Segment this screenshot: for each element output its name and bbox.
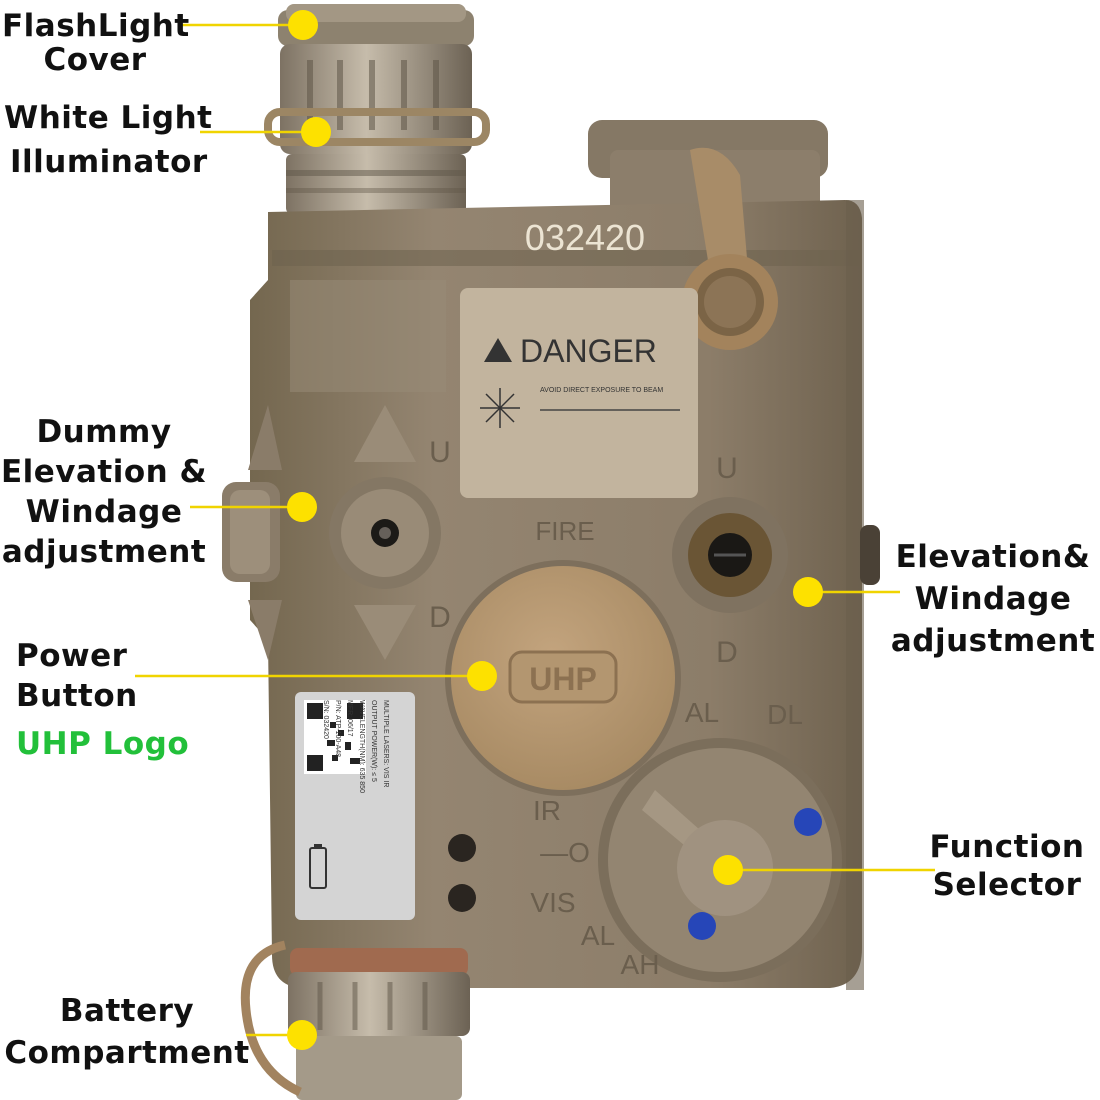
label-white-light-line2: Illuminator — [10, 144, 208, 180]
label-power-line2: Button — [16, 678, 138, 714]
dummy-adjust-dial — [329, 405, 441, 660]
callout-dots — [287, 10, 823, 1050]
battery-icon — [309, 844, 327, 889]
power-button — [445, 560, 681, 796]
uhp-logo: UHP — [529, 661, 597, 697]
label-battery-line1: Battery — [59, 993, 195, 1029]
label-dummy-adjust: Dummy Elevation & Windage adjustment — [0, 412, 208, 572]
dot-elevation-windage — [793, 577, 823, 607]
danger-text: AVOID DIRECT EXPOSURE TO BEAM — [540, 387, 663, 394]
sticker-line-4: MFR: 06/17 — [346, 700, 353, 737]
white-light-illuminator — [264, 44, 490, 214]
side-nub — [860, 525, 880, 585]
label-flashlight-cover-line2: Cover — [43, 42, 147, 78]
blue-screw-upper — [794, 808, 822, 836]
dot-power-button — [467, 661, 497, 691]
selector-vis: VIS — [530, 887, 575, 918]
right-up-mark: U — [716, 452, 738, 485]
screw-hole-lower — [448, 884, 476, 912]
label-flashlight-cover-line1: FlashLight — [2, 8, 190, 44]
label-uhp-logo: UHP Logo — [16, 726, 190, 762]
dot-dummy-adjust — [287, 492, 317, 522]
dot-white-light — [301, 117, 331, 147]
label-power-button: Power Button — [16, 636, 138, 716]
right-down-mark: D — [716, 636, 738, 669]
label-elev-line2: Windage — [914, 581, 1072, 617]
sticker-line-3: WAVELENGTH(NM): 635 850 — [358, 700, 365, 793]
selector-off: —O — [540, 837, 590, 868]
elevation-windage-dial — [672, 497, 788, 613]
label-dummy-line2: Elevation & — [0, 454, 208, 490]
label-flashlight-cover: FlashLight Cover — [2, 6, 190, 80]
selector-al-top: AL — [685, 697, 719, 728]
selector-ah: AH — [621, 949, 660, 980]
label-function-line1: Function — [929, 829, 1085, 865]
label-elev-line1: Elevation& — [895, 539, 1091, 575]
left-down-mark: D — [429, 601, 451, 634]
dot-flashlight-cover — [288, 10, 318, 40]
sticker-line-2: OUTPUT POWER(W): ≤ 5 — [370, 700, 377, 782]
screw-hole-upper — [448, 834, 476, 862]
label-elevation-windage: Elevation& Windage adjustment — [890, 536, 1096, 662]
label-dummy-line4: adjustment — [1, 534, 207, 570]
selector-ir: IR — [533, 795, 561, 826]
battery-compartment — [240, 940, 470, 1100]
lens-cap-tab — [682, 147, 778, 350]
selector-al-bottom: AL — [581, 920, 615, 951]
sticker-line-1: MULTIPLE LASERS: VIS IR — [382, 700, 389, 787]
qr-code — [307, 703, 363, 771]
label-function-line2: Selector — [932, 867, 1082, 903]
label-battery-line2: Compartment — [4, 1035, 250, 1071]
sticker-line-6: S/N: 032420 — [322, 700, 329, 739]
label-white-light-line1: White Light — [4, 100, 213, 136]
danger-plate: DANGER AVOID DIRECT EXPOSURE TO BEAM — [460, 288, 698, 498]
selector-dl: DL — [767, 699, 803, 730]
danger-title: DANGER — [520, 333, 657, 369]
left-up-mark: U — [429, 436, 451, 469]
flashlight-cover — [278, 4, 474, 46]
label-elev-line3: adjustment — [890, 623, 1096, 659]
label-dummy-line1: Dummy — [36, 414, 172, 450]
label-function-selector: Function Selector — [924, 828, 1090, 904]
fire-mark: FIRE — [535, 516, 594, 546]
label-dummy-line3: Windage — [25, 494, 183, 530]
dot-function-selector — [713, 855, 743, 885]
dot-battery — [287, 1020, 317, 1050]
label-battery: Battery Compartment — [2, 990, 252, 1074]
sticker-line-5: P/N: ATP-100-A48 — [334, 700, 341, 757]
serial-number: 032420 — [525, 217, 645, 258]
label-white-light: White Light Illuminator — [4, 96, 212, 184]
callout-lines — [135, 23, 935, 1037]
blue-screw-lower — [688, 912, 716, 940]
label-power-line1: Power — [16, 638, 128, 674]
info-sticker: MULTIPLE LASERS: VIS IR OUTPUT POWER(W):… — [295, 692, 415, 920]
laser-burst-icon — [480, 388, 520, 428]
